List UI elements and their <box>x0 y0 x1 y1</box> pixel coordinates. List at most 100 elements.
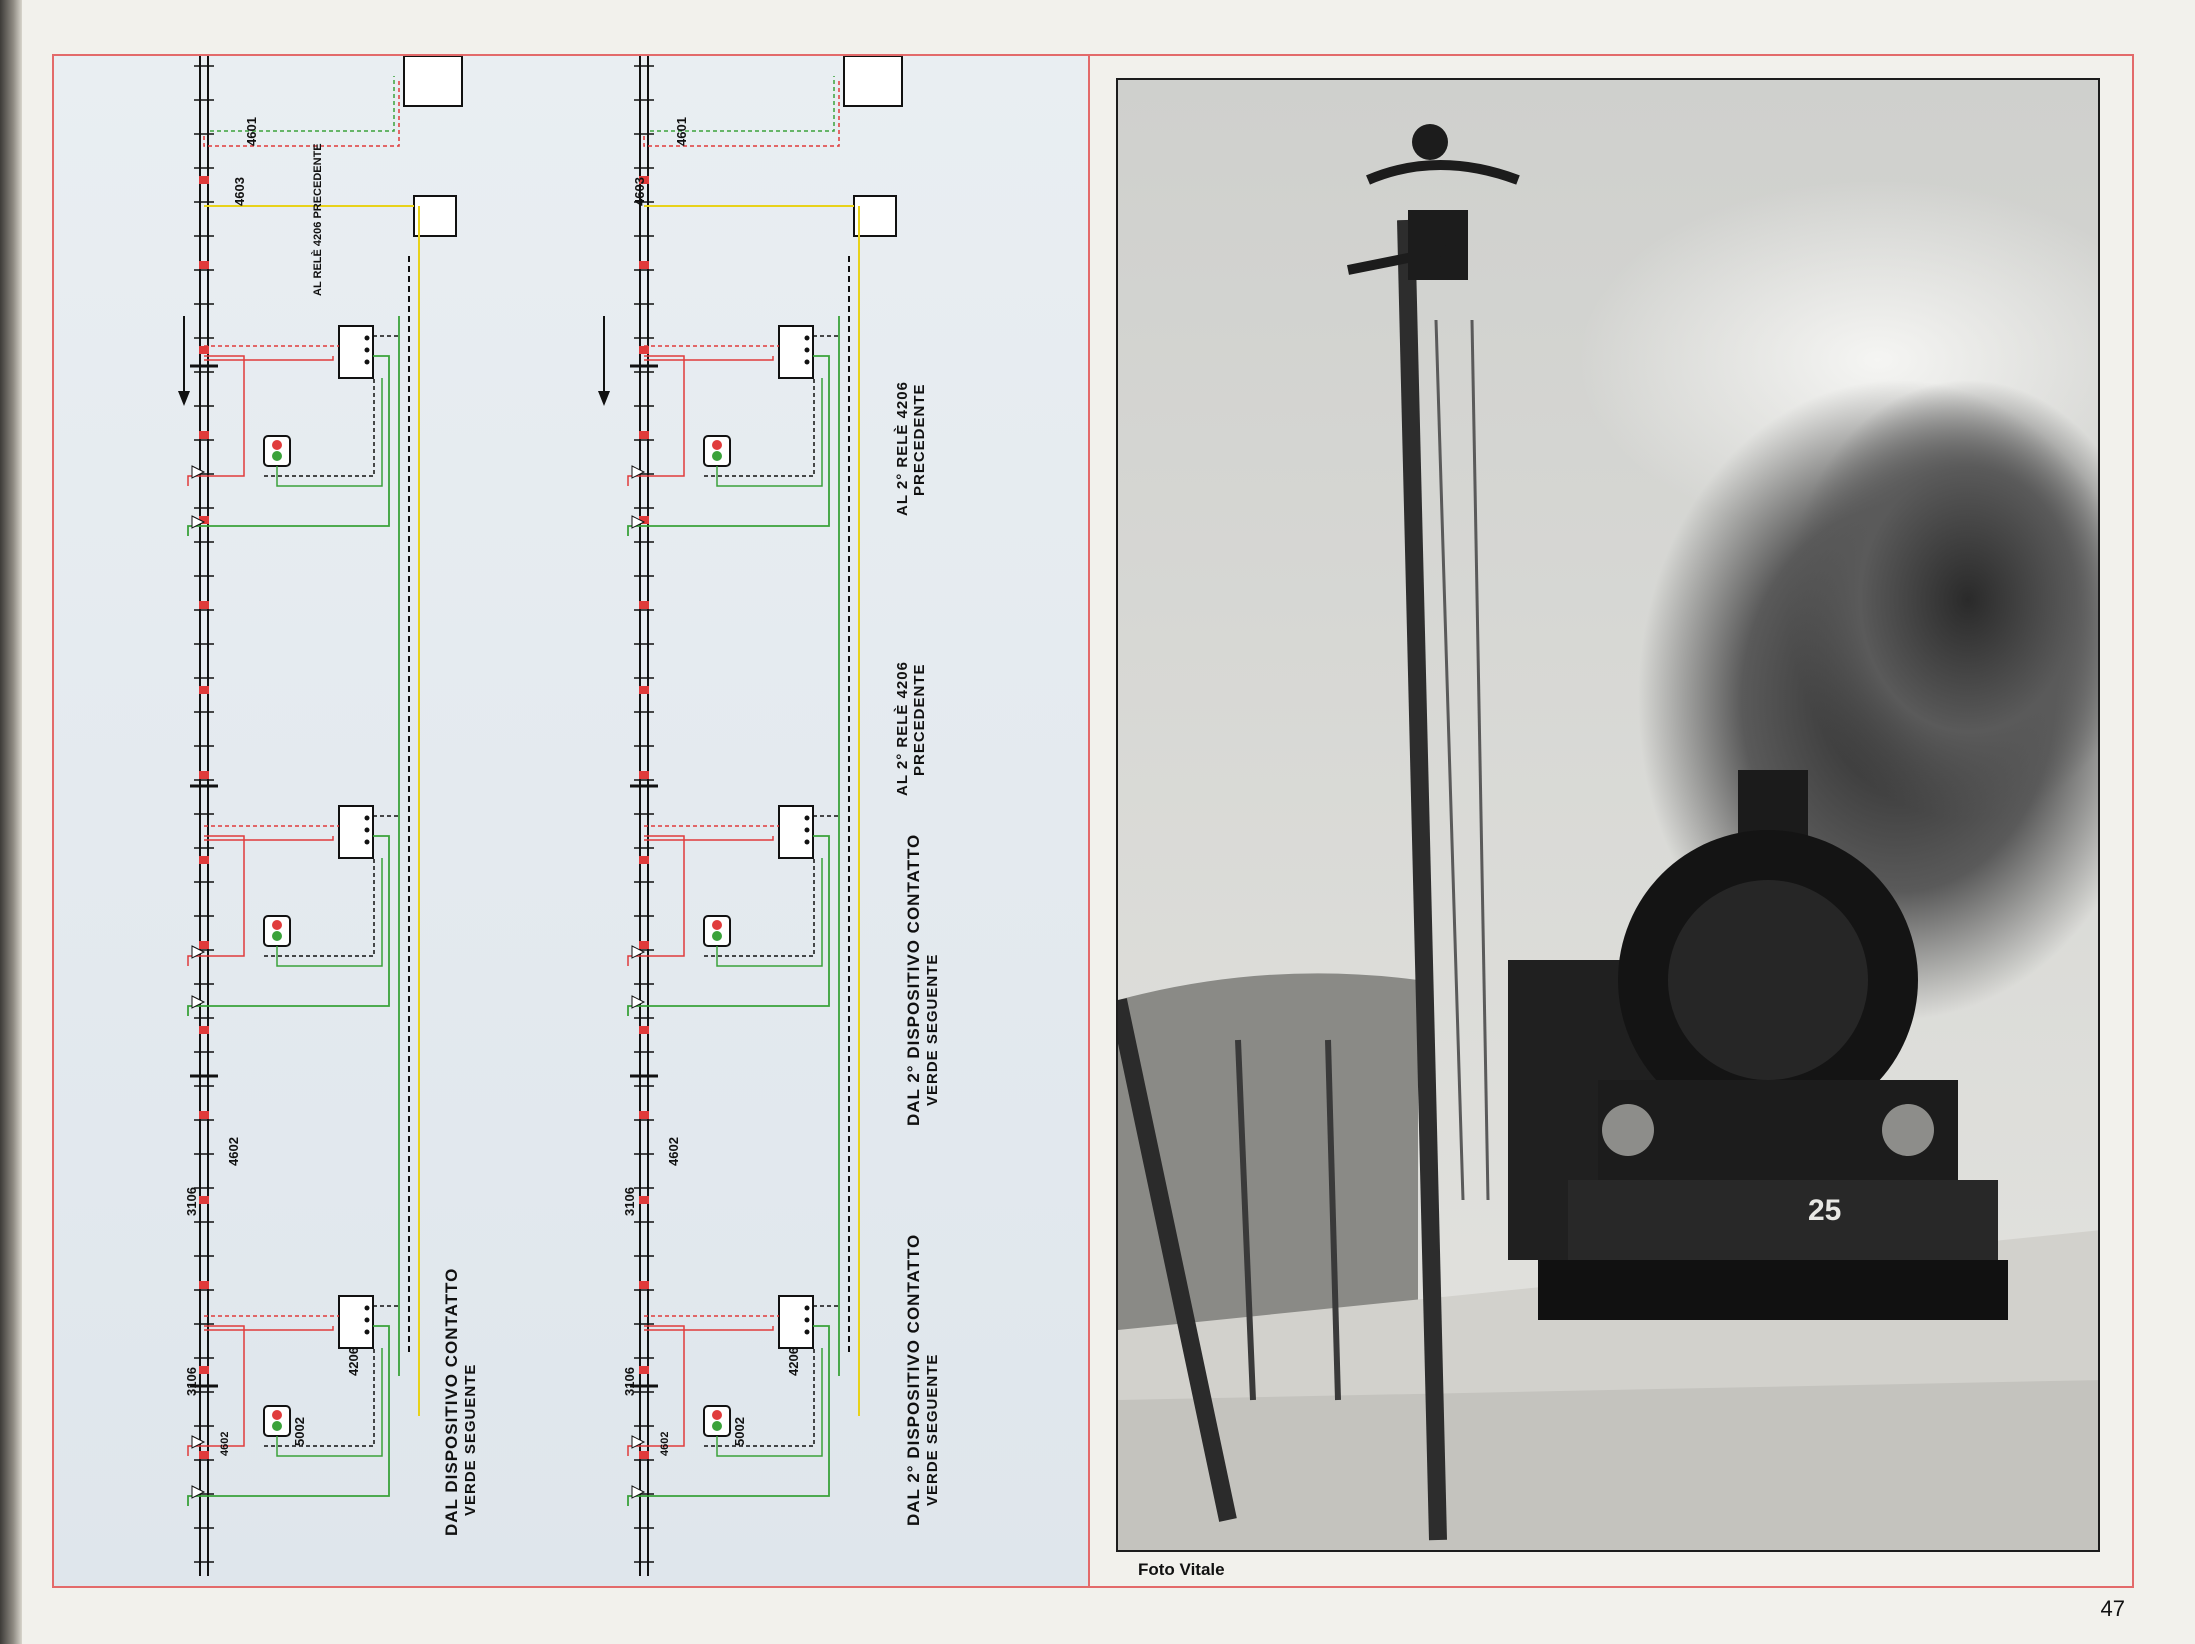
relay-terminal-left-1 <box>364 839 370 845</box>
track-contact-left <box>199 176 209 184</box>
wire-green-signal-right-2 <box>716 1348 823 1457</box>
track-contact-left <box>199 1451 209 1459</box>
photo-illustration: 25 <box>1118 80 2098 1550</box>
wire-black-signal-left-2 <box>264 1348 375 1447</box>
track-contact-right <box>639 1366 649 1374</box>
relay-4206-box-right-0 <box>778 325 814 379</box>
wire-top-red-right <box>643 81 840 147</box>
code-3106-b-left: 3106 <box>184 1367 199 1396</box>
upper-relay-box-left <box>413 195 457 237</box>
track-contact-right <box>639 346 649 354</box>
code-4602-b-right: 4602 <box>659 1431 671 1456</box>
wire-black-signal-left-1 <box>264 858 375 957</box>
relay-terminal-left-0 <box>364 335 370 341</box>
track-contact-right <box>639 1281 649 1289</box>
diode-a-right-1 <box>631 945 646 959</box>
signal-green-lamp-left-1 <box>272 931 282 941</box>
relay-terminal-left-1 <box>364 827 370 833</box>
wire-red-loop-right-1 <box>627 835 685 966</box>
relay-terminal-left-0 <box>364 347 370 353</box>
track-contact-left <box>199 856 209 864</box>
signal-red-lamp-left-2 <box>272 1410 282 1420</box>
label-d-right: DAL 2° DISPOSITIVO CONTATTO VERDE SEGUEN… <box>904 1233 941 1526</box>
signal-red-lamp-right-0 <box>712 440 722 450</box>
wire-green-loop-right-1 <box>627 835 830 1016</box>
signal-circuit-diagram <box>178 56 903 1576</box>
relay-terminal-right-2 <box>804 1305 810 1311</box>
diode-a-left-1 <box>191 945 206 959</box>
code-5002-left: 5002 <box>292 1417 307 1446</box>
signal-red-lamp-right-1 <box>712 920 722 930</box>
photo-panel <box>1088 54 2134 1588</box>
diode-b-left-2 <box>191 1485 206 1499</box>
wire-green-signal-left-2 <box>276 1348 383 1457</box>
relay-terminal-left-2 <box>364 1329 370 1335</box>
track-contact-right <box>639 516 649 524</box>
track-contact-left <box>199 1026 209 1034</box>
signal-red-lamp-left-1 <box>272 920 282 930</box>
wire-green-signal-left-0 <box>276 378 383 487</box>
code-4602-a-right: 4602 <box>666 1137 681 1166</box>
track-contact-left <box>199 686 209 694</box>
track-contact-left <box>199 261 209 269</box>
relay-terminal-left-2 <box>364 1317 370 1323</box>
wire-red-loop-left-0 <box>187 355 245 486</box>
locomotive-photo: 25 <box>1116 78 2100 1552</box>
wire-black-signal-right-2 <box>704 1348 815 1447</box>
diode-b-right-0 <box>631 515 646 529</box>
track-contact-right <box>639 431 649 439</box>
relay-terminal-right-2 <box>804 1317 810 1323</box>
track-contact-left <box>199 346 209 354</box>
relay-terminal-right-1 <box>804 815 810 821</box>
relay-terminal-left-0 <box>364 359 370 365</box>
wire-red-b-left-0 <box>204 356 334 361</box>
wire-red-b-right-1 <box>644 836 774 841</box>
diode-a-right-0 <box>631 465 646 479</box>
label-b-right: AL 2° RELÈ 4206 PRECEDENTE <box>894 661 928 796</box>
page-number: 47 <box>2100 1596 2125 1621</box>
track-contact-right <box>639 856 649 864</box>
track-contact-right <box>639 176 649 184</box>
wire-red-loop-left-2 <box>187 1325 245 1456</box>
wire-green-signal-right-1 <box>716 858 823 967</box>
wire-red-loop-left-1 <box>187 835 245 966</box>
wire-black-signal-right-0 <box>704 378 815 477</box>
track-contact-right <box>639 941 649 949</box>
code-4206-right: 4206 <box>786 1347 801 1376</box>
wire-green-loop-right-2 <box>627 1325 830 1506</box>
track-contact-left <box>199 1366 209 1374</box>
wire-red-loop-right-2 <box>627 1325 685 1456</box>
track-contact-right <box>639 1111 649 1119</box>
track-contact-right <box>639 261 649 269</box>
code-3106-a-left: 3106 <box>184 1187 199 1216</box>
track-contact-left <box>199 1281 209 1289</box>
track-contact-right <box>639 1196 649 1204</box>
code-4601-right: 4601 <box>674 117 689 146</box>
track-contact-left <box>199 1196 209 1204</box>
code-4603-left: 4603 <box>232 177 247 206</box>
relay-terminal-right-0 <box>804 347 810 353</box>
diode-a-left-0 <box>191 465 206 479</box>
relay-terminal-left-1 <box>364 815 370 821</box>
wire-green-loop-left-1 <box>187 835 390 1016</box>
signal-green-lamp-left-0 <box>272 451 282 461</box>
track-contact-left <box>199 431 209 439</box>
relay-terminal-right-2 <box>804 1329 810 1335</box>
label-top-left: AL RELÈ 4206 PRECEDENTE <box>312 143 324 296</box>
label-c-right: DAL 2° DISPOSITIVO CONTATTO VERDE SEGUEN… <box>904 833 941 1126</box>
wire-black-signal-left-0 <box>264 378 375 477</box>
wire-red-b-right-2 <box>644 1326 774 1331</box>
code-4601-left: 4601 <box>244 117 259 146</box>
label-a-right: AL 2° RELÈ 4206 PRECEDENTE <box>894 381 928 516</box>
top-relay-box-left <box>403 56 463 107</box>
wire-green-signal-right-0 <box>716 378 823 487</box>
track-contact-right <box>639 686 649 694</box>
code-4602-a-left: 4602 <box>226 1137 241 1166</box>
wire-top-green-right <box>650 76 835 132</box>
wire-top-green-left <box>210 76 395 132</box>
wire-black-signal-right-1 <box>704 858 815 957</box>
book-spine <box>0 0 22 1644</box>
code-4206-left: 4206 <box>346 1347 361 1376</box>
track-contact-left <box>199 941 209 949</box>
wire-top-red-left <box>203 81 400 147</box>
